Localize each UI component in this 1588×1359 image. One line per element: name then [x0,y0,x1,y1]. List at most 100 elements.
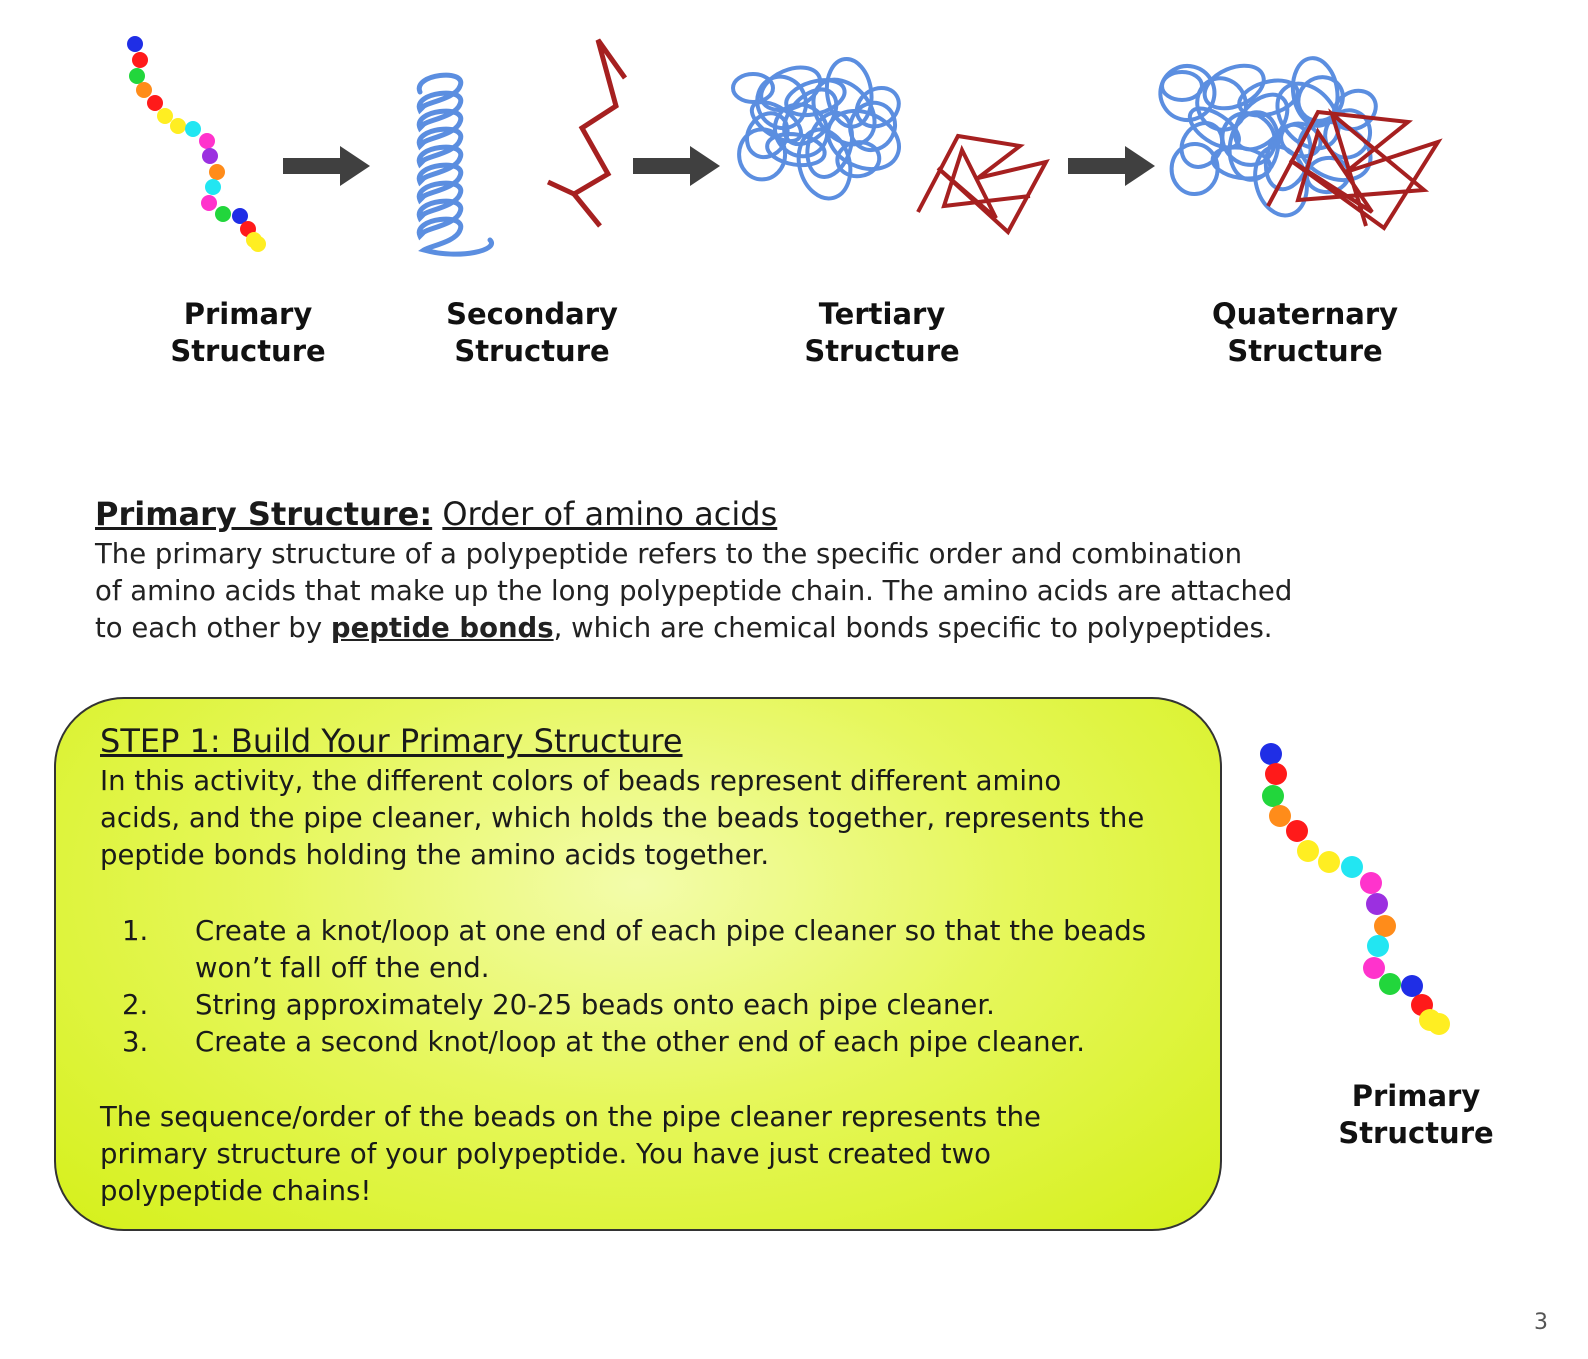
bead [202,148,218,164]
step-number: 2. [122,989,149,1021]
step-text: Create a knot/loop at one end of each pi… [195,915,1147,947]
step-intro-line: acids, and the pipe cleaner, which holds… [100,802,1145,834]
intro-line: of amino acids that make up the long pol… [95,575,1293,607]
side-bead-chain [1260,743,1450,1035]
intro-line: to each other by peptide bonds, which ar… [95,610,1355,647]
bead [157,108,173,124]
bead [215,206,231,222]
step-number: 3. [122,1026,149,1058]
step-1-box: STEP 1: Build Your Primary Structure In … [54,697,1222,1231]
label-line: Structure [170,334,326,368]
label-line: Tertiary [818,297,946,331]
peptide-bonds-term: peptide bonds [330,612,554,644]
coil-loop [1169,142,1220,196]
bead [1360,872,1382,894]
structure-illustrations [127,36,1443,257]
step-intro: In this activity, the different colors o… [100,763,1144,874]
coil-loop [854,85,901,129]
label-line: Structure [1227,334,1383,368]
bead [1341,856,1363,878]
step-number: 1. [122,915,149,947]
step-item: 3. Create a second knot/loop at the othe… [100,1024,1146,1061]
coil-loop [796,127,853,201]
bead [127,36,143,52]
bead [1374,915,1396,937]
coil-loop [1202,63,1266,111]
arrow-2-icon [633,146,720,186]
tertiary-tangle [731,56,1050,236]
bead [132,52,148,68]
heading-term: Primary Structure: [95,495,433,533]
bead [1286,820,1308,842]
bead [209,164,225,180]
protein-structure-diagram: Primary Structure Secondary Structure Te… [0,0,1588,420]
coil-loop [1187,106,1241,150]
step-text: Create a second knot/loop at the other e… [195,1026,1085,1058]
label-line: Primary [183,297,313,331]
step-intro-line: In this activity, the different colors o… [100,765,1062,797]
arrow-3-icon [1068,146,1155,186]
bead [1318,851,1340,873]
arrow-1-icon [283,146,370,186]
bead [232,208,248,224]
intro-text: , which are chemical bonds specific to p… [553,612,1273,644]
label-line: Structure [804,334,960,368]
bead [1379,973,1401,995]
coil-loop [1290,56,1340,128]
bead [1366,893,1388,915]
label-line: Secondary [446,297,618,331]
coil-loop [731,72,775,104]
intro-paragraph: The primary structure of a polypeptide r… [95,536,1355,647]
bead [201,195,217,211]
bead [147,95,163,111]
step-item: 2. String approximately 20-25 beads onto… [100,987,1146,1024]
alpha-helix-coil [416,72,495,257]
step-outro-line: polypeptide chains! [100,1175,372,1207]
label-line: Structure [1338,1116,1494,1150]
label-line: Structure [454,334,610,368]
bead [1363,957,1385,979]
primary-structure-label: Primary Structure [118,296,378,370]
bead [1428,1013,1450,1035]
side-primary-bead-chain [1260,743,1450,1035]
section-heading: Primary Structure: Order of amino acids [95,494,777,534]
step-list: 1. Create a knot/loop at one end of each… [100,913,1146,1061]
bead [1269,805,1291,827]
coil-loop [1227,110,1281,182]
beta-sheet-zigzag [546,38,628,228]
bead [136,82,152,98]
coil-loop [1275,81,1341,151]
bead [250,236,266,252]
bead [1260,743,1282,765]
secondary-structure-label: Secondary Structure [402,296,662,370]
bead [185,121,201,137]
label-line: Quaternary [1211,297,1399,331]
coil-loop [765,132,827,168]
coil-loop [848,100,897,153]
bead [170,118,186,134]
coil-loop [784,78,847,118]
step-outro-line: primary structure of your polypeptide. Y… [100,1138,991,1170]
quaternary-structure-label: Quaternary Structure [1175,296,1435,370]
tertiary-structure-label: Tertiary Structure [752,296,1012,370]
coil-loop [1179,121,1225,169]
step-text: String approximately 20-25 beads onto ea… [195,989,995,1021]
bead [1265,763,1287,785]
bead [1297,840,1319,862]
bead [205,179,221,195]
step-outro: The sequence/order of the beads on the p… [100,1099,1041,1210]
bead [1367,935,1389,957]
step-title: STEP 1: Build Your Primary Structure [100,722,683,760]
label-line: Primary [1351,1079,1481,1113]
page-number: 3 [1534,1310,1548,1335]
bead [1401,975,1423,997]
step-outro-line: The sequence/order of the beads on the p… [100,1101,1041,1133]
bead [129,68,145,84]
coil-loop [759,65,823,113]
bead [199,133,215,149]
heading-definition: Order of amino acids [442,495,778,533]
primary-bead-chain [127,36,266,252]
intro-line: The primary structure of a polypeptide r… [95,538,1242,570]
step-item: 1. Create a knot/loop at one end of each… [100,913,1146,987]
side-primary-structure-label: Primary Structure [1316,1078,1516,1152]
